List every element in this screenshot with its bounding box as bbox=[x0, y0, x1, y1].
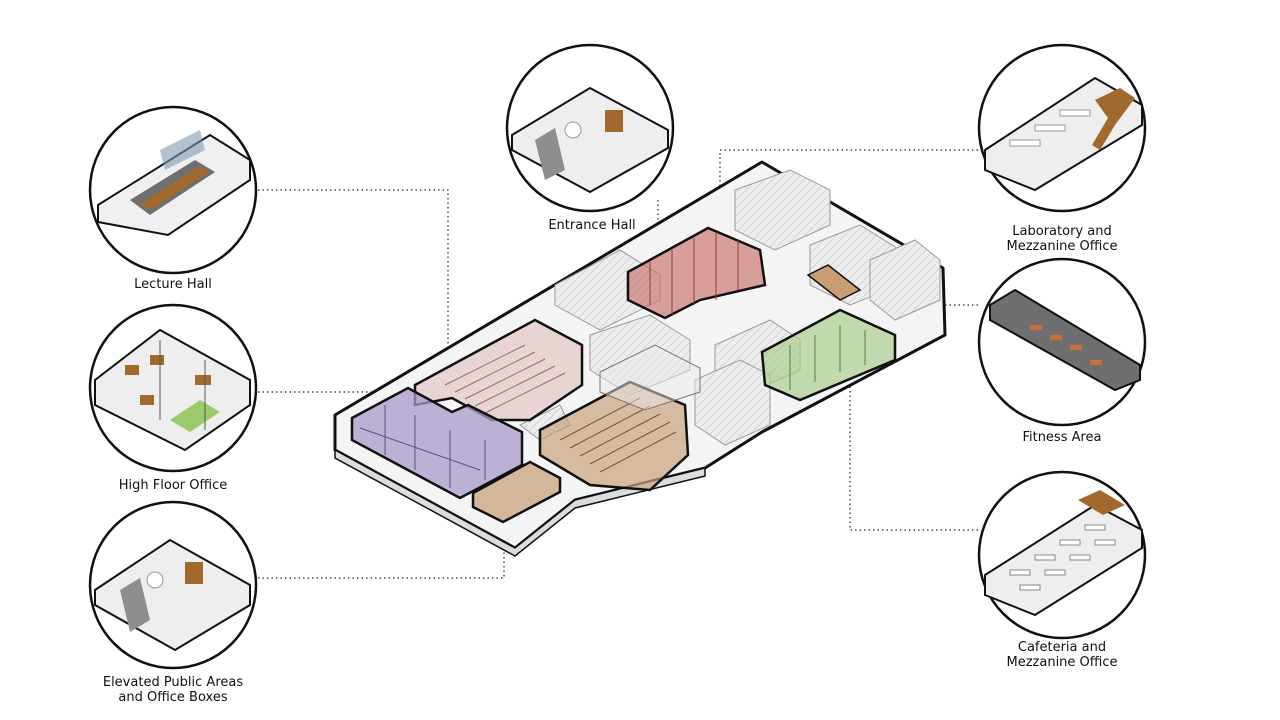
leader-cafeteria bbox=[849, 385, 978, 531]
leader-lecture-hall bbox=[258, 189, 449, 372]
vignette-cafeteria bbox=[977, 470, 1147, 640]
vignette-laboratory bbox=[977, 43, 1147, 213]
vignette-high-floor-office bbox=[88, 303, 258, 473]
label-fitness: Fitness Area bbox=[1022, 430, 1102, 445]
leader-laboratory bbox=[719, 149, 978, 225]
vignette-entrance-hall bbox=[505, 43, 675, 213]
label-laboratory: Laboratory and Mezzanine Office bbox=[1006, 224, 1118, 254]
atrium-void bbox=[599, 344, 701, 411]
label-entrance-hall: Entrance Hall bbox=[548, 218, 636, 233]
zone-high-floor-office bbox=[350, 386, 524, 500]
zone-timber-box bbox=[471, 460, 562, 524]
vignette-elevated-public bbox=[88, 500, 258, 670]
building-model bbox=[333, 160, 947, 557]
label-high-floor-office: High Floor Office bbox=[118, 478, 228, 493]
label-lecture-hall: Lecture Hall bbox=[134, 277, 212, 292]
leader-elevated-public bbox=[258, 510, 505, 579]
vignette-lecture-hall bbox=[88, 105, 258, 275]
label-cafeteria: Cafeteria and Mezzanine Office bbox=[1006, 640, 1118, 670]
zone-entrance-hall bbox=[626, 226, 767, 320]
vignette-fitness bbox=[977, 257, 1147, 427]
timber-strip bbox=[806, 264, 862, 301]
building-slab-edge bbox=[334, 448, 706, 557]
zone-fitness-area bbox=[760, 308, 897, 402]
label-elevated-public: Elevated Public Areas and Office Boxes bbox=[102, 675, 244, 705]
